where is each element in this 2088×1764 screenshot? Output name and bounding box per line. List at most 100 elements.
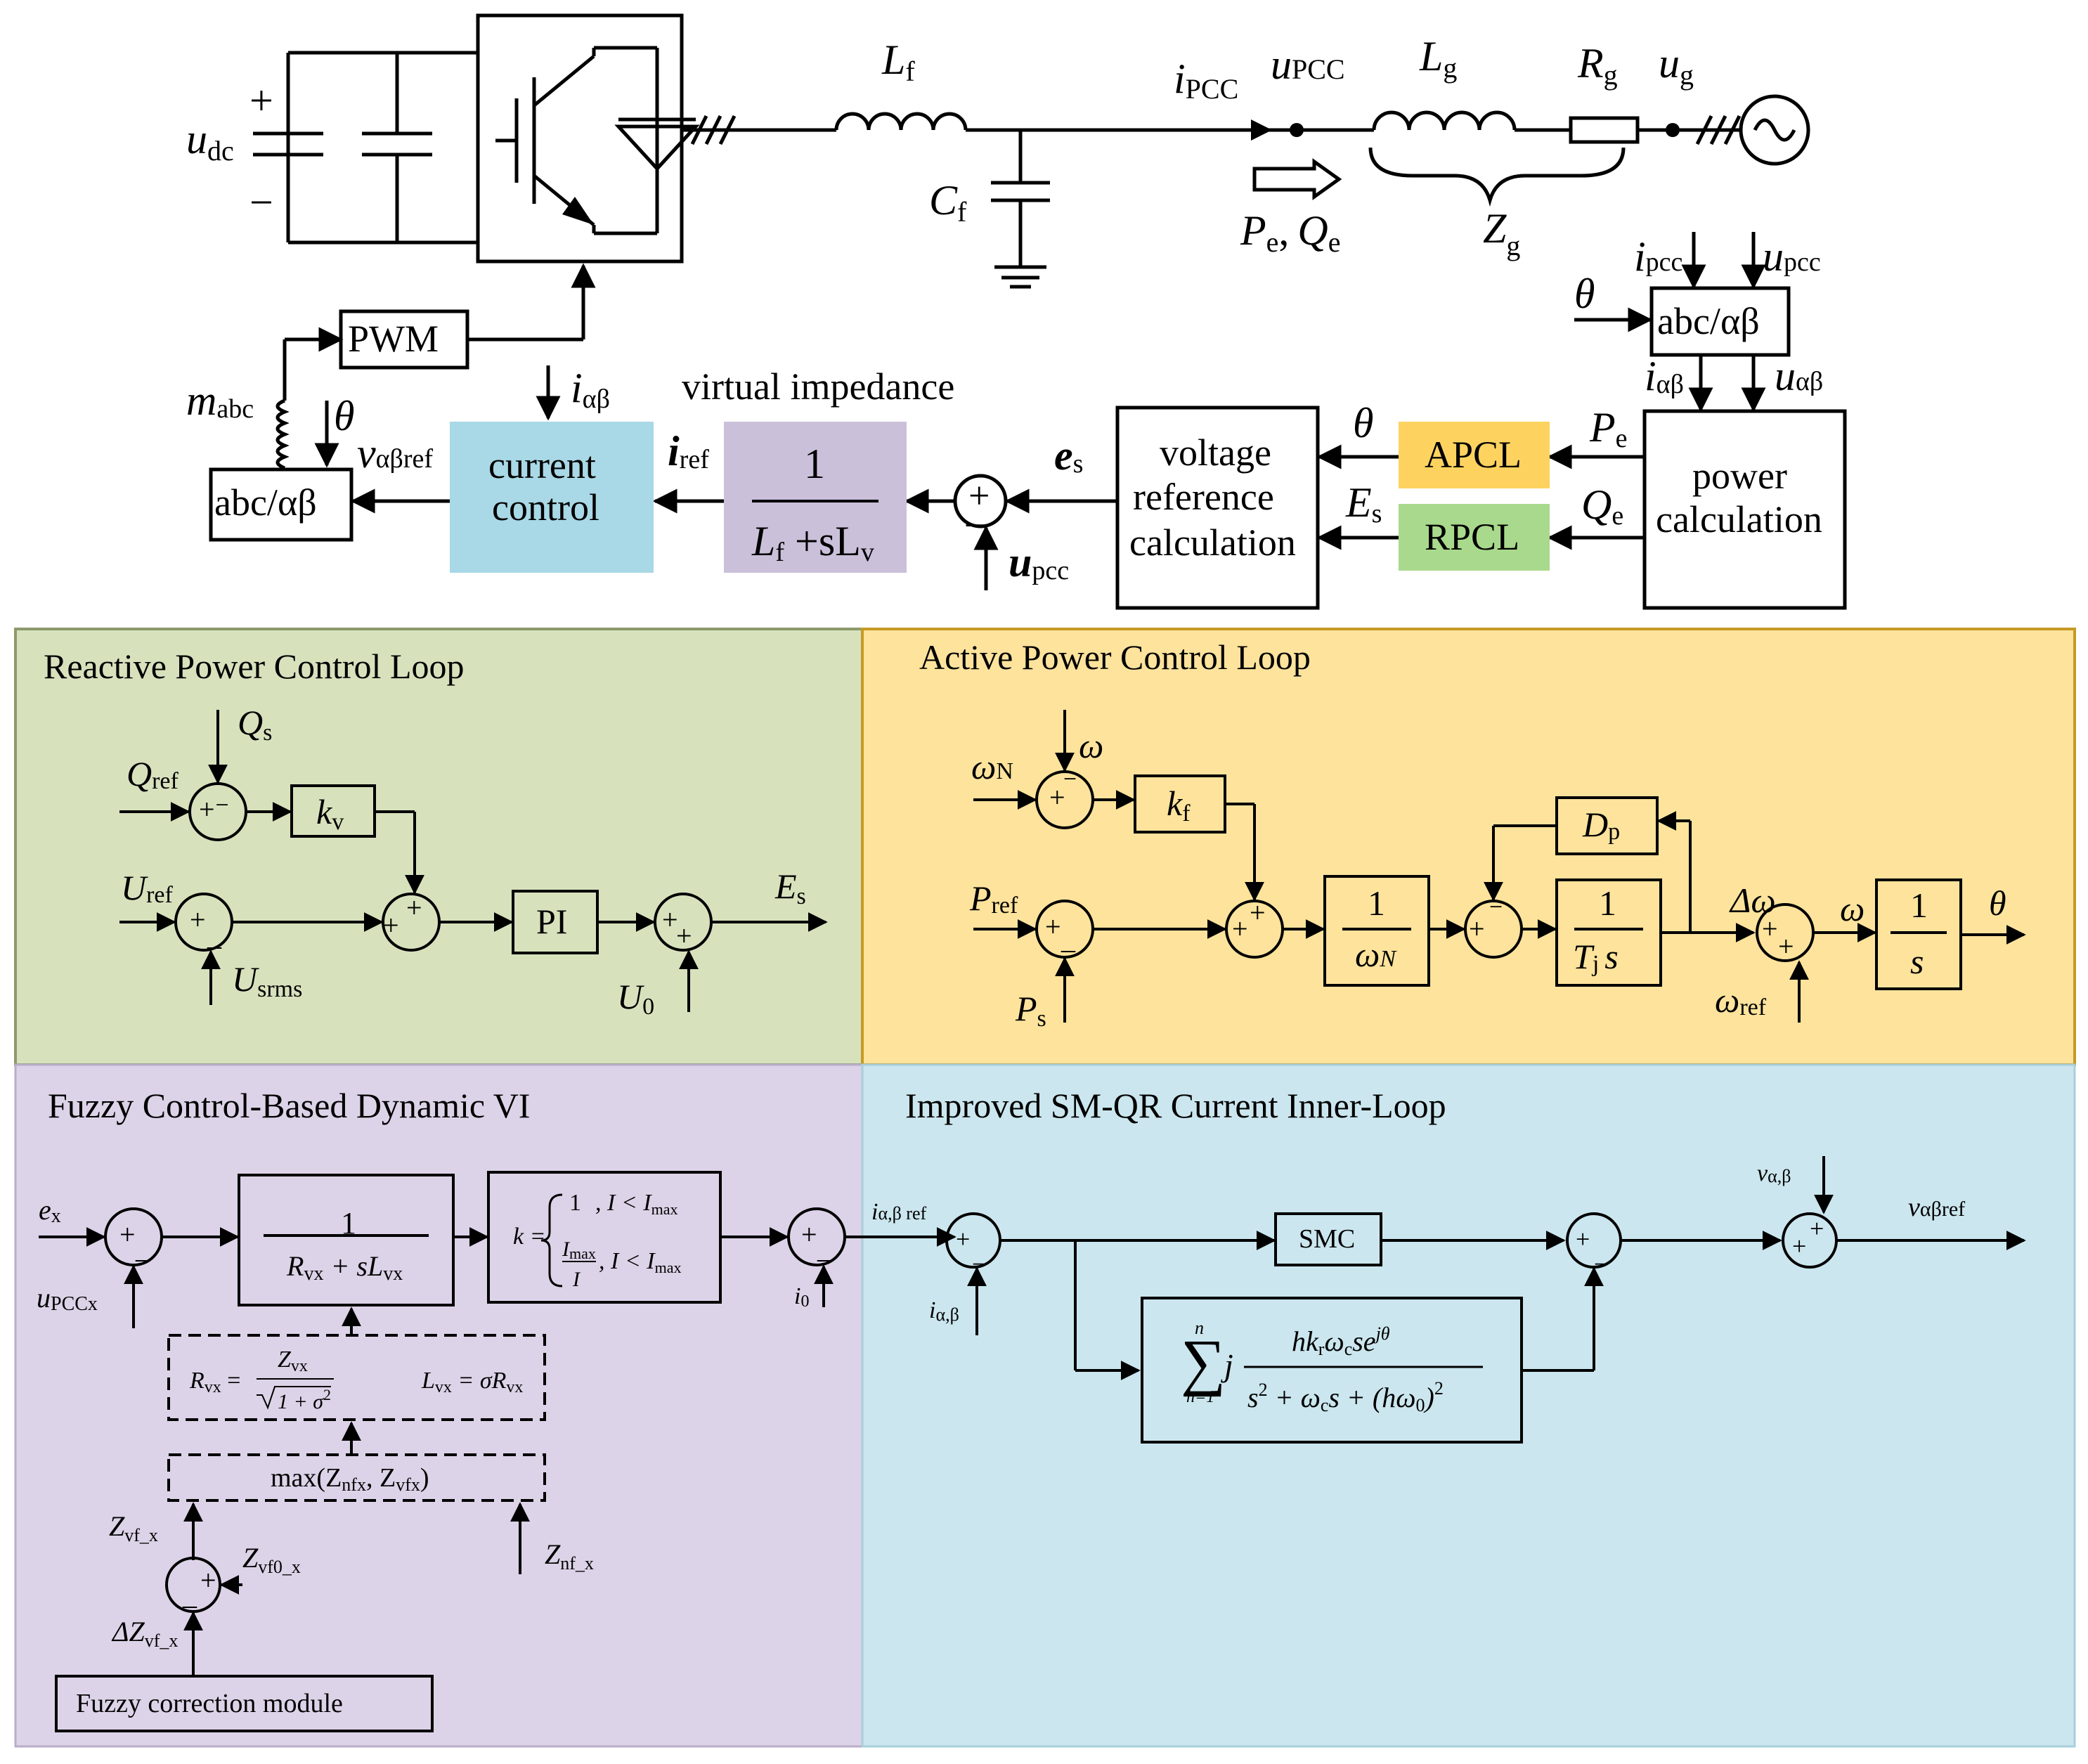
max-label: max(Z	[271, 1463, 342, 1493]
uref-label: U	[121, 868, 148, 907]
ex-label: e	[39, 1194, 51, 1226]
current-control-line1: current	[488, 444, 596, 486]
svg-text:Zvf0_x: Zvf0_x	[242, 1542, 301, 1577]
inv-tj-num: 1	[1599, 883, 1616, 923]
svg-text:Usrms: Usrms	[232, 959, 302, 1002]
svg-text:Lg: Lg	[1419, 33, 1457, 84]
voltage-ref-line3: calculation	[1129, 521, 1296, 564]
es-label: e	[1054, 432, 1073, 479]
ps-label: P	[1015, 989, 1037, 1028]
pi-block-label: PI	[536, 902, 567, 941]
active-sum3-signs: +	[1232, 913, 1248, 945]
svg-text:kv: kv	[316, 792, 344, 835]
omega-fb-label: ω	[1079, 726, 1103, 765]
svg-text:vα,β: vα,β	[1757, 1160, 1791, 1186]
udc-label: u	[186, 116, 207, 162]
reactive-sum4-signs: +	[662, 904, 678, 935]
omega-out-label: ω	[1840, 889, 1865, 928]
svg-text:max(Znfx, Zvfx): max(Znfx, Zvfx)	[271, 1463, 429, 1495]
svg-text:Pe,Qe: Pe,Qe	[1240, 207, 1341, 258]
k-case2-den: I	[572, 1268, 581, 1291]
abc-ab-label: abc/αβ	[214, 481, 317, 524]
udc-plus: +	[249, 77, 273, 124]
circuit-labels: udc + − Lf Cf iPCC uPCC Lg Rg ug Pe,Qe Z…	[186, 33, 1694, 261]
rpcl-label: RPCL	[1425, 516, 1519, 558]
svg-text:Zg: Zg	[1483, 205, 1520, 261]
vi-numerator: 1	[804, 441, 825, 487]
fuzzy-sum2-signs: +	[801, 1219, 817, 1250]
reactive-sum3-signs: +	[383, 909, 399, 941]
ipcc-input-label: i	[1634, 233, 1646, 280]
udc-minus: −	[249, 179, 273, 226]
uab-out-label: u	[1775, 353, 1796, 399]
svg-text:+: +	[676, 920, 692, 952]
qs-label: Q	[238, 703, 263, 742]
svg-text:Es: Es	[774, 867, 806, 909]
svg-text:1, I < Imax: 1, I < Imax	[569, 1190, 677, 1218]
theta-abc-label: θ	[1574, 271, 1595, 317]
fuzzy-sum1-signs: +	[119, 1219, 136, 1250]
svg-text:ex: ex	[39, 1194, 61, 1227]
inv-s-num: 1	[1910, 886, 1928, 925]
pe-input-label: P	[1589, 404, 1616, 450]
upccx-label: u	[37, 1282, 51, 1314]
apcl-box	[1399, 422, 1550, 488]
diode-icon	[614, 124, 700, 171]
svg-text:Dp: Dp	[1582, 805, 1620, 845]
svg-text:Lf +sLv: Lf +sLv	[751, 518, 874, 567]
es-output-label: E	[774, 867, 797, 906]
pref-label: P	[969, 878, 992, 918]
lf-label: L	[881, 37, 905, 83]
iref-label: i	[668, 428, 680, 474]
svg-text:+: +	[406, 892, 422, 923]
tf-num: 1	[341, 1206, 356, 1240]
lvx-eq: L	[421, 1368, 435, 1394]
kf-label: k	[1167, 784, 1183, 823]
theta-out-label: θ	[1989, 883, 2006, 923]
upcc-input-label: u	[1009, 539, 1032, 585]
svg-text:Pref: Pref	[969, 878, 1018, 919]
upcc-input-label2: u	[1763, 233, 1784, 280]
active-loop: Active Power Control Loop	[919, 637, 2026, 1032]
smc-label: SMC	[1299, 1224, 1355, 1254]
fuzzy-module-label: Fuzzy correction module	[76, 1689, 343, 1718]
svg-text:ipcc: ipcc	[1634, 233, 1682, 280]
k-brace	[540, 1193, 563, 1288]
svg-text:_: _	[135, 1233, 150, 1264]
tf-den: R	[286, 1250, 304, 1282]
reactive-title: Reactive Power Control Loop	[44, 647, 465, 686]
reactive-panel	[14, 628, 864, 1066]
svg-text:i0: i0	[794, 1283, 809, 1311]
svg-text:Qs: Qs	[238, 703, 272, 746]
svg-text:vαβref: vαβref	[1908, 1193, 1965, 1222]
svg-text:es: es	[1054, 432, 1083, 479]
svg-text:_: _	[973, 1239, 987, 1267]
svg-text:+: +	[1810, 1214, 1824, 1243]
reactive-sum2-minus: _	[207, 920, 222, 952]
apcl-label: APCL	[1425, 434, 1522, 476]
dzvf-label: ΔZ	[111, 1616, 145, 1647]
svg-text:uαβ: uαβ	[1775, 353, 1823, 399]
k-case2-cond: , I < I	[599, 1248, 656, 1274]
svg-text:Rg: Rg	[1577, 40, 1618, 91]
sum-minus: _	[966, 488, 986, 530]
current-control-box	[450, 422, 654, 573]
reactive-loop: Reactive Power Control Loop +⁻ + _ + + +	[44, 647, 828, 1020]
grid-node	[1666, 123, 1680, 137]
zvf-label: Z	[109, 1510, 125, 1542]
svg-text:+: +	[1250, 897, 1266, 928]
k-case1: 1	[569, 1190, 581, 1216]
iab-out-label: i	[1645, 353, 1656, 399]
ipcc-arrow-icon	[1251, 119, 1272, 141]
svg-text:iαβ: iαβ	[1645, 353, 1684, 399]
theta-apcl-label: θ	[1353, 400, 1373, 446]
svg-text:ug: ug	[1659, 40, 1694, 91]
svg-text:⁻: ⁻	[1063, 767, 1077, 799]
svg-text:Qref: Qref	[127, 754, 179, 794]
svg-text:ΔZvf_x: ΔZvf_x	[111, 1616, 178, 1651]
svg-text:Uref: Uref	[121, 868, 174, 908]
svg-text:Znf_x: Znf_x	[545, 1538, 594, 1574]
svg-text:_: _	[817, 1233, 832, 1264]
power-calc-line1: power	[1692, 455, 1787, 497]
